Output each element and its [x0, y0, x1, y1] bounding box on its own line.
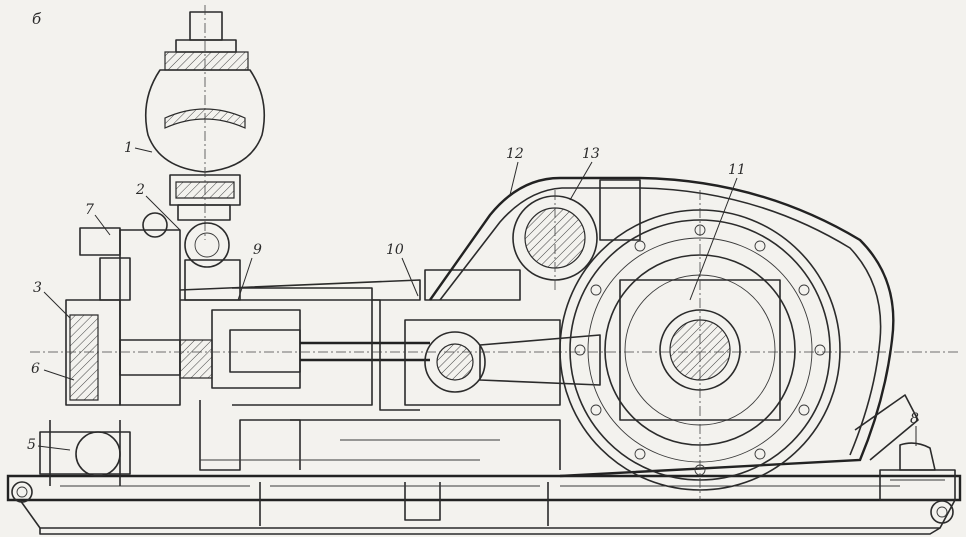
- figure-letter: б: [32, 10, 42, 28]
- power-end-crosshead: [30, 269, 960, 471]
- label-8: 8: [910, 411, 919, 427]
- label-11: 11: [728, 162, 746, 178]
- bearing-ring: [574, 224, 826, 476]
- label-2: 2: [135, 182, 145, 198]
- label-3: 3: [33, 280, 42, 296]
- base-frame: [6, 474, 962, 535]
- label-10: 10: [386, 242, 404, 258]
- fluid-end: [39, 212, 241, 486]
- label-6: 6: [31, 361, 40, 377]
- air-chamber: [144, 5, 266, 240]
- label-12: 12: [506, 146, 524, 162]
- label-5: 5: [27, 437, 36, 453]
- label-7: 7: [85, 202, 94, 218]
- crankcase-housing: [429, 176, 919, 500]
- label-1: 1: [124, 140, 133, 156]
- callouts: 1 2 3 5 6 7 8 9 10 11 12 13: [27, 140, 919, 453]
- right-mount: [879, 442, 956, 501]
- label-13: 13: [582, 146, 600, 162]
- label-9: 9: [253, 242, 262, 258]
